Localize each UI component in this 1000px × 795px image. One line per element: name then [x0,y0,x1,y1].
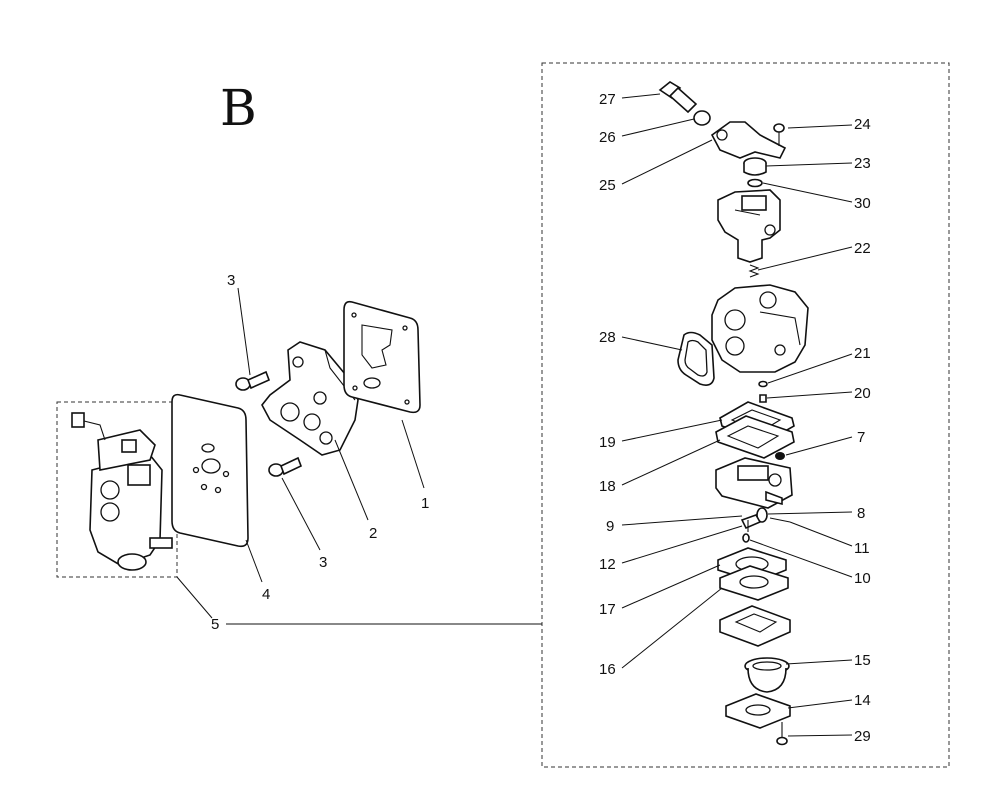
part-29 [776,722,788,746]
part-8 [756,507,768,523]
callout-30: 30 [854,195,871,212]
callout-9: 9 [606,518,614,535]
leader-28 [621,336,683,351]
screw-3-lower [268,456,303,477]
part-26 [693,110,711,126]
callout-2: 2 [369,525,377,542]
leader-20 [766,391,853,399]
leader-24 [787,124,853,129]
leader-1 [401,419,425,489]
insulator-2 [261,341,359,456]
callout-17: 17 [599,601,616,618]
callout-16: 16 [599,661,616,678]
leader-23 [765,162,853,167]
part-22 [748,264,760,278]
callout-14: 14 [854,692,871,709]
carburetor-assembly-frame [56,401,178,578]
leader-19 [621,419,723,442]
carburetor-assembly [71,412,173,571]
callout-5: 5 [211,616,219,633]
section-letter: B [220,79,257,137]
callout-3-lower: 3 [319,554,327,571]
leader-18 [621,439,721,486]
leader-25 [621,139,713,185]
leader-22 [757,246,853,271]
leader-30 [762,182,853,203]
callout-15: 15 [854,652,871,669]
part-14 [725,693,791,729]
callout-12: 12 [599,556,616,573]
leader-5-a [176,576,213,619]
cover-plate [719,605,791,647]
leader-11 [789,521,853,547]
leader-21 [767,353,853,384]
part-21 [758,380,768,388]
part-11 [769,517,791,523]
throttle-body [717,189,781,263]
leader-15 [785,659,853,665]
part-20 [759,394,767,403]
callout-3-upper: 3 [227,272,235,289]
part-7 [775,452,785,460]
leader-4 [245,539,263,583]
leader-9 [621,515,743,526]
part-12 [740,514,762,532]
callout-8: 8 [857,505,865,522]
gasket-1 [343,300,421,414]
part-25 [710,121,787,159]
callout-20: 20 [854,385,871,402]
callout-27: 27 [599,91,616,108]
leader-27 [621,93,661,99]
callout-22: 22 [854,240,871,257]
leader-26 [621,118,695,137]
callout-28: 28 [599,329,616,346]
leader-16 [621,587,723,669]
part-10 [742,533,750,543]
callout-19: 19 [599,434,616,451]
callout-11: 11 [854,540,870,557]
leader-7 [785,436,853,456]
gasket-4 [171,393,249,548]
callout-21: 21 [854,345,871,362]
callout-29: 29 [854,728,871,745]
leader-12 [621,525,743,564]
leader-3-upper [237,287,251,376]
callout-26: 26 [599,129,616,146]
exploded-view-frame [541,62,950,768]
leader-14 [787,699,853,709]
callout-1: 1 [421,495,429,512]
leader-10 [749,539,853,578]
callout-18: 18 [599,478,616,495]
part-18 [715,415,795,459]
carburetor-body [711,284,809,373]
leader-29 [787,734,853,737]
leader-2 [334,439,369,521]
pump-body [715,457,793,509]
leader-3-lower [281,477,321,551]
screw-3-upper [235,370,271,391]
leader-17 [621,564,721,609]
callout-25: 25 [599,177,616,194]
part-15-primer-bulb [744,657,790,693]
callout-10: 10 [854,570,871,587]
leader-8 [767,511,853,515]
part-23 [743,157,767,176]
part-24 [773,123,785,146]
part-28-o-ring [677,331,715,386]
part-27 [658,81,698,114]
callout-4: 4 [262,586,270,603]
callout-23: 23 [854,155,871,172]
part-16 [719,565,789,601]
part-30 [747,178,763,188]
callout-7: 7 [857,429,865,446]
callout-24: 24 [854,116,871,133]
